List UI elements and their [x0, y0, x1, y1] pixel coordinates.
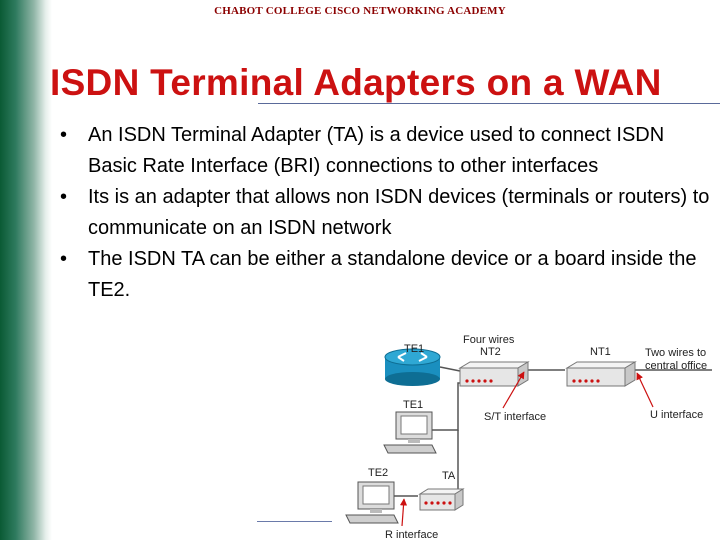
st-interface-label: S/T interface	[484, 411, 546, 423]
ta-label: TA	[442, 470, 456, 482]
bullet-list: • An ISDN Terminal Adapter (TA) is a dev…	[60, 120, 712, 306]
bullet-item: • An ISDN Terminal Adapter (TA) is a dev…	[60, 120, 712, 182]
bullet-item: • The ISDN TA can be either a standalone…	[60, 244, 712, 306]
nt2-label: NT2	[480, 346, 501, 358]
te2-terminal-icon	[345, 481, 399, 524]
router-icon	[384, 348, 441, 386]
bullet-dot: •	[60, 248, 68, 270]
ta-device-icon	[418, 488, 465, 511]
bottom-accent-line	[257, 521, 332, 522]
te1-terminal-icon	[383, 411, 437, 454]
network-wires	[390, 366, 712, 497]
te2-label: TE2	[368, 467, 388, 479]
r-interface-arrow	[399, 498, 408, 527]
bullet-dot: •	[60, 186, 68, 208]
u-interface-label: U interface	[650, 409, 703, 421]
side-gradient-band	[0, 0, 52, 540]
bullet-item: • Its is an adapter that allows non ISDN…	[60, 182, 712, 244]
four-wires-label: Four wires	[463, 334, 515, 346]
title-underline	[258, 103, 720, 104]
te1-router-label: TE1	[404, 343, 424, 355]
u-interface-arrow	[636, 372, 654, 408]
st-interface-arrow	[502, 371, 525, 409]
two-wires-label: Two wires to	[645, 347, 706, 359]
bullet-text: Its is an adapter that allows non ISDN d…	[88, 186, 710, 239]
nt2-device-icon	[458, 361, 530, 387]
bullet-text: The ISDN TA can be either a standalone d…	[88, 248, 697, 301]
central-office-label: central office	[645, 360, 707, 372]
interface-arrows	[399, 371, 654, 527]
te1-terminal-label: TE1	[403, 399, 423, 411]
slide-title: ISDN Terminal Adapters on a WAN	[50, 62, 662, 103]
nt1-label: NT1	[590, 346, 611, 358]
academy-header: CHABOT COLLEGE CISCO NETWORKING ACADEMY	[214, 5, 506, 17]
wire-te1-nt2	[430, 382, 470, 431]
r-interface-label: R interface	[385, 529, 438, 540]
nt1-device-icon	[565, 361, 637, 387]
bullet-dot: •	[60, 124, 68, 146]
bullet-text: An ISDN Terminal Adapter (TA) is a devic…	[88, 124, 665, 177]
